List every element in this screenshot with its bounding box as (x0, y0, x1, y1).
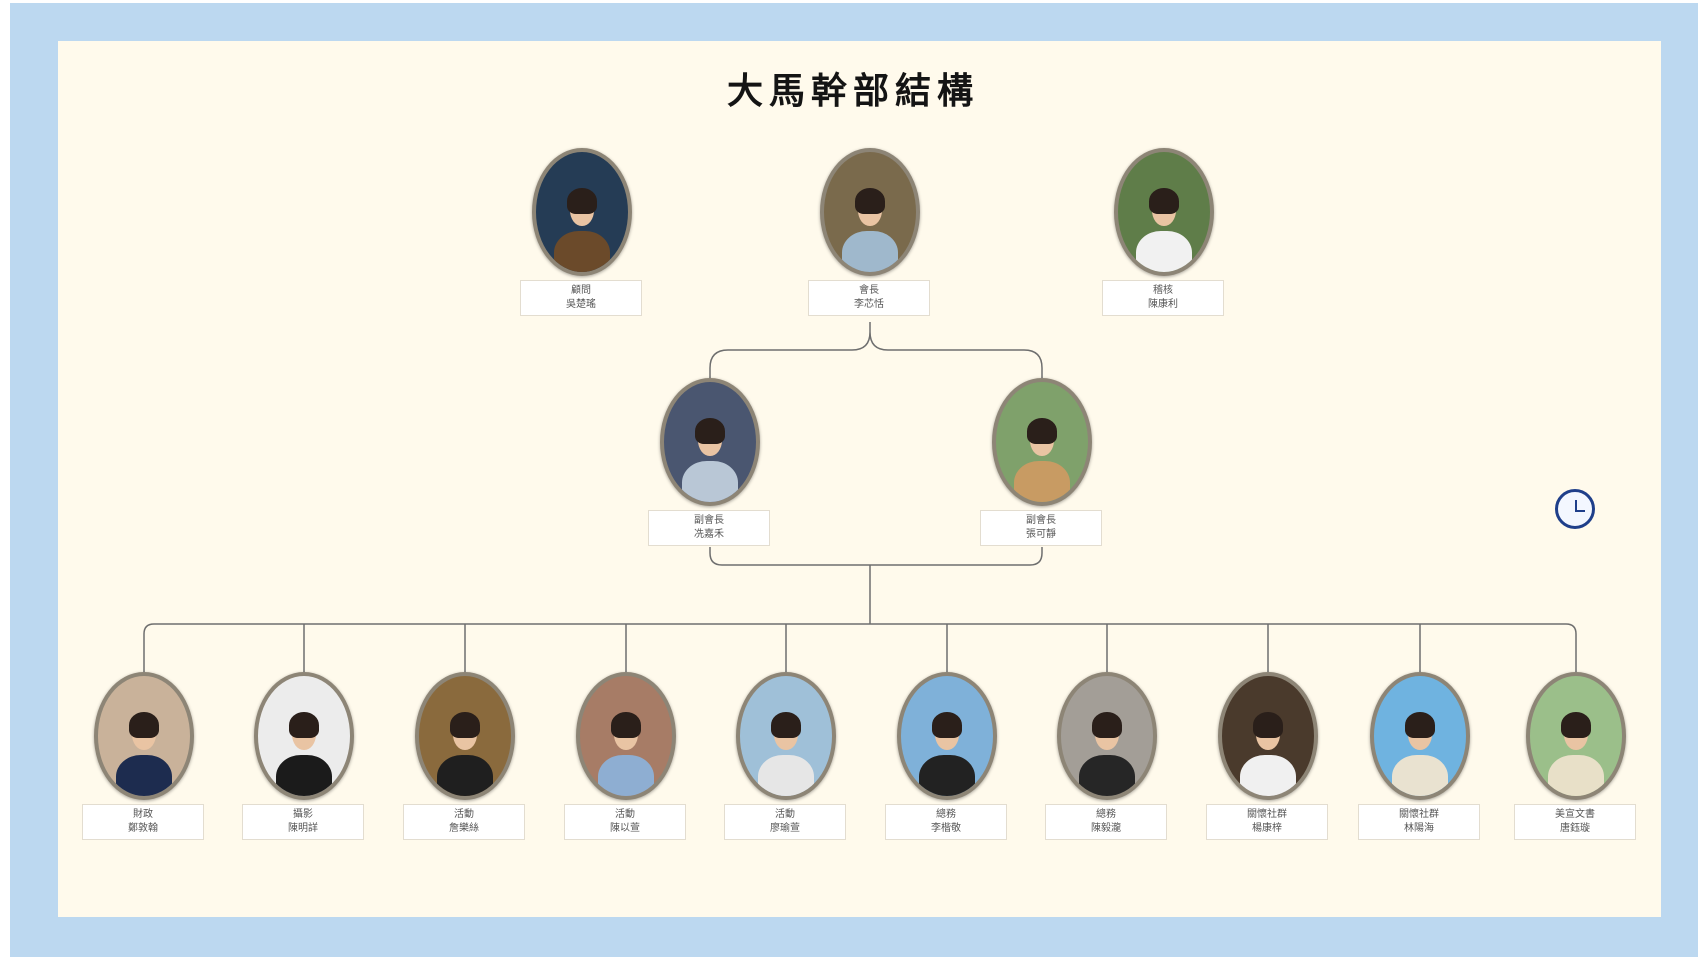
node-person-name: 冼嘉禾 (694, 529, 724, 540)
node-label: 總務陳毅瀧 (1045, 804, 1167, 840)
node-label: 會長 李芯恬 (808, 280, 930, 316)
node-label: 攝影陳明詳 (242, 804, 364, 840)
node-person-name: 張可靜 (1026, 529, 1056, 540)
clock-icon[interactable] (1555, 489, 1595, 529)
node-label: 稽核 陳康利 (1102, 280, 1224, 316)
node-person-name: 詹樂絲 (449, 823, 479, 834)
portrait-photo (1370, 672, 1470, 800)
portrait-photo (94, 672, 194, 800)
node-person-name: 陳康利 (1148, 299, 1178, 310)
connector-member-bus (143, 623, 1577, 672)
node-role: 攝影 (293, 809, 313, 820)
node-label: 副會長 張可靜 (980, 510, 1102, 546)
node-person-name: 陳毅瀧 (1091, 823, 1121, 834)
node-label: 美宣文書唐鈺璇 (1514, 804, 1636, 840)
node-person-name: 李楷敬 (931, 823, 961, 834)
portrait-photo (532, 148, 632, 276)
node-role: 關懷社群 (1247, 809, 1287, 820)
clock-hour-hand (1575, 500, 1577, 512)
portrait-photo (1114, 148, 1214, 276)
node-label: 顧問 吳楚瑤 (520, 280, 642, 316)
connector-president-vice (709, 322, 1043, 378)
portrait-photo (820, 148, 920, 276)
portrait-photo (660, 378, 760, 506)
node-role: 財政 (133, 809, 153, 820)
node-role: 總務 (1096, 809, 1116, 820)
connector-vice-merge (709, 547, 1043, 624)
portrait-photo (736, 672, 836, 800)
portrait-photo (1526, 672, 1626, 800)
node-person-name: 陳以萱 (610, 823, 640, 834)
clock-minute-hand (1575, 510, 1585, 512)
node-person-name: 唐鈺璇 (1560, 823, 1590, 834)
node-role: 活動 (454, 809, 474, 820)
node-person-name: 李芯恬 (854, 299, 884, 310)
node-role: 稽核 (1153, 285, 1173, 296)
node-person-name: 林陽海 (1404, 823, 1434, 834)
node-role: 副會長 (694, 515, 724, 526)
portrait-photo (254, 672, 354, 800)
portrait-photo (1057, 672, 1157, 800)
node-label: 關懷社群楊康梓 (1206, 804, 1328, 840)
node-person-name: 楊康梓 (1252, 823, 1282, 834)
portrait-photo (576, 672, 676, 800)
node-role: 會長 (859, 285, 879, 296)
portrait-photo (897, 672, 997, 800)
node-role: 副會長 (1026, 515, 1056, 526)
portrait-photo (992, 378, 1092, 506)
node-person-name: 吳楚瑤 (566, 299, 596, 310)
node-role: 美宣文書 (1555, 809, 1595, 820)
node-label: 活動詹樂絲 (403, 804, 525, 840)
node-role: 活動 (615, 809, 635, 820)
node-label: 財政鄭敦翰 (82, 804, 204, 840)
node-label: 關懷社群林陽海 (1358, 804, 1480, 840)
node-role: 關懷社群 (1399, 809, 1439, 820)
node-label: 活動陳以萱 (564, 804, 686, 840)
portrait-photo (1218, 672, 1318, 800)
node-label: 總務李楷敬 (885, 804, 1007, 840)
node-role: 活動 (775, 809, 795, 820)
node-person-name: 鄭敦翰 (128, 823, 158, 834)
node-label: 活動廖瑜萱 (724, 804, 846, 840)
node-person-name: 陳明詳 (288, 823, 318, 834)
page-title: 大馬幹部結構 (726, 70, 979, 112)
portrait-photo (415, 672, 515, 800)
node-role: 顧問 (571, 285, 591, 296)
node-role: 總務 (936, 809, 956, 820)
node-label: 副會長 冼嘉禾 (648, 510, 770, 546)
node-person-name: 廖瑜萱 (770, 823, 800, 834)
connector-member-drops (303, 624, 1421, 672)
